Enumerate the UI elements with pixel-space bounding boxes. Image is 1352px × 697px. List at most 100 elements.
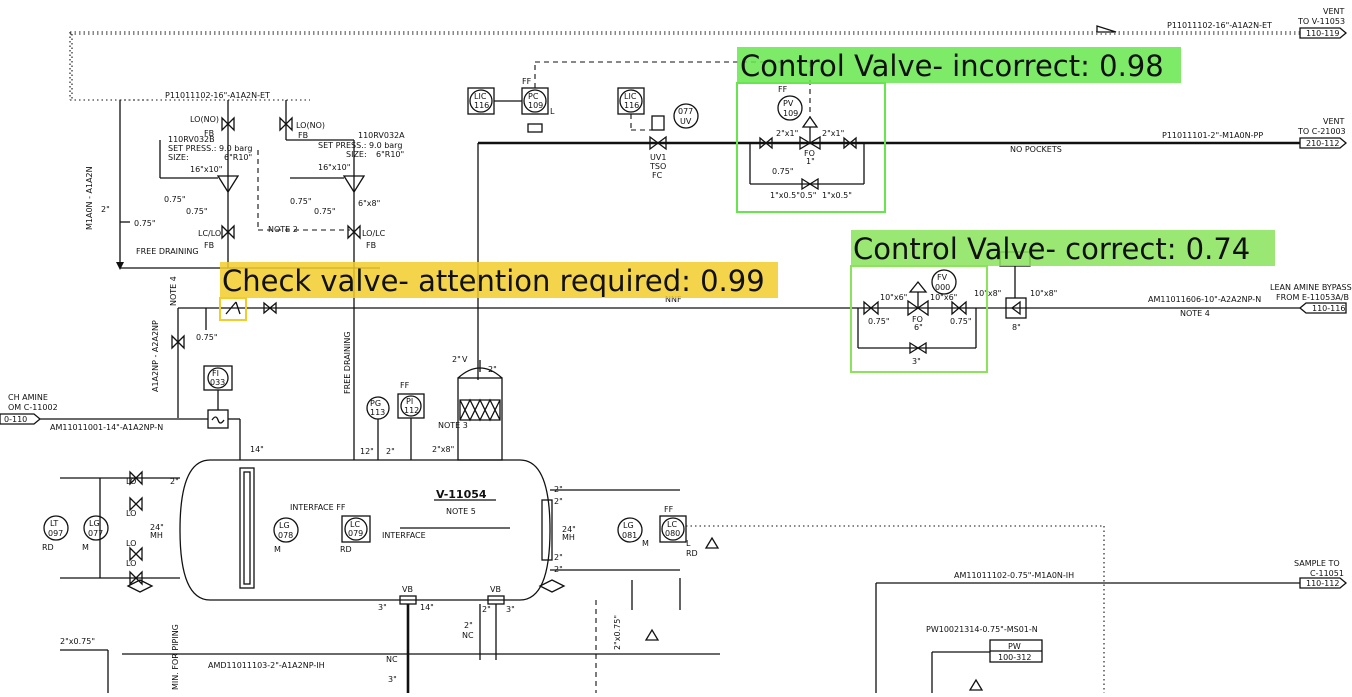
lo-label: LO — [126, 477, 136, 486]
relief-valve-a-icon — [342, 175, 366, 194]
relief-valve-a-set: SET PRESS.: 9.0 barg — [318, 141, 402, 150]
warning-triangle-icon — [644, 628, 660, 641]
size-label: 16"x10" — [318, 163, 350, 172]
vent-top-label-2: TO V-11053 — [1297, 17, 1345, 26]
rich-amine-ref: 0-110 — [4, 415, 27, 424]
instrument-text: 077 — [678, 107, 693, 116]
lc-079-controller-icon — [341, 515, 371, 543]
interlock-diamond-icon — [126, 579, 154, 593]
vessel-v-11054: V-11054 NOTE 5 2" V 2" FREE DRAINING 12"… — [179, 268, 551, 693]
slope-triangle-icon — [1096, 25, 1117, 33]
size-label: 2"x8" — [432, 445, 454, 454]
warning-triangle-icon — [968, 678, 984, 691]
offpage-connector — [1298, 302, 1347, 314]
size-label: 3" — [506, 605, 515, 614]
top-vent-header: P11011102-16"-A1A2N-ET VENT TO V-11053 1… — [69, 7, 1348, 101]
gate-valve-icon — [863, 300, 879, 316]
size-label: 2" — [554, 485, 563, 494]
offpage-connector — [1299, 137, 1348, 149]
free-draining-vertical: FREE DRAINING — [343, 331, 352, 394]
gate-valve-icon — [951, 300, 967, 316]
instrument-text: LG — [279, 521, 290, 530]
lean-amine-label-1: LEAN AMINE BYPASS — [1270, 283, 1352, 292]
size-label: 10"x6" — [930, 293, 957, 302]
valve-tag: TSO — [649, 162, 666, 171]
size-label: 14" — [250, 445, 264, 454]
flow-element-icon — [1005, 297, 1027, 319]
note-4-label: NOTE 4 — [1180, 309, 1210, 318]
gate-valve-icon — [347, 224, 361, 240]
instrument-text: FV — [937, 273, 948, 282]
free-draining-label: FREE DRAINING — [136, 247, 199, 256]
mh-label: MH — [150, 531, 163, 540]
m-label: M — [274, 545, 281, 554]
lo-label: LO — [126, 509, 136, 518]
vent-mid-ref: 210-112 — [1306, 139, 1339, 148]
size-label: 2" — [554, 565, 563, 574]
instrument-text: 081 — [622, 531, 637, 540]
detection-box-check-valve-attention[interactable] — [219, 297, 247, 321]
instrument-text: 113 — [370, 408, 385, 417]
full-bore-label: FB — [298, 131, 308, 140]
pw-ref: 100-312 — [998, 653, 1031, 662]
detection-label-bg — [220, 262, 778, 298]
size-label: 0.75" — [164, 195, 186, 204]
relief-valve-b-size: 6"R10" — [224, 153, 252, 162]
m-label: M — [642, 539, 649, 548]
instrument-text: 097 — [48, 529, 63, 538]
note-2-label: NOTE 2 — [268, 225, 298, 234]
size-label: 2" — [386, 447, 395, 456]
nnf-label: NNF — [665, 295, 682, 304]
gate-valve-icon — [221, 224, 235, 240]
instrument-text: LG — [623, 521, 634, 530]
lg-077-gauge-icon — [83, 515, 109, 541]
instrument-text: PG — [370, 399, 381, 408]
gate-valve-icon — [129, 496, 143, 512]
gate-valve-icon — [221, 116, 235, 132]
lg-081-gauge-icon — [617, 517, 643, 543]
lock-open-label: LO(NO) — [190, 115, 219, 124]
vertical-line-label: M1A0N - A1A2N — [85, 166, 94, 230]
l-label: L — [686, 539, 691, 548]
drain-line-label: AMD11011103-2"-A1A2NP-IH — [208, 661, 325, 670]
relief-valve-a-tag: 110RV032A — [358, 131, 405, 140]
size-label: 0.75" — [196, 333, 218, 342]
note-4-vertical: NOTE 4 — [169, 276, 178, 306]
offpage-connector — [1299, 577, 1348, 589]
gate-valve-icon — [129, 546, 143, 562]
relief-valve-b-icon — [216, 175, 240, 194]
size-label: 16"x10" — [190, 165, 222, 174]
sample-and-pw-section: AM11011102-0.75"-M1A0N-IH SAMPLE TO C-11… — [875, 559, 1348, 693]
nc-label: NC — [462, 631, 474, 640]
vessel-tag: V-11054 — [436, 488, 487, 501]
ff-label: FF — [778, 85, 788, 94]
size-label: 2"x0.75" — [613, 615, 622, 650]
size-label: 2" — [488, 365, 497, 374]
left-header-line-label: P11011102-16"-A1A2N-ET — [165, 91, 270, 100]
sample-label-2: C-11051 — [1310, 569, 1344, 578]
size-label: 2" — [554, 497, 563, 506]
actuator-icon — [801, 115, 819, 128]
l-label: L — [550, 107, 555, 116]
solenoid-icon — [651, 115, 665, 131]
ff-label: FF — [522, 77, 532, 86]
ff-label: FF — [400, 381, 410, 390]
size-label: 14" — [420, 603, 434, 612]
valve-tag: UV1 — [650, 153, 666, 162]
instrument-text: 078 — [278, 531, 293, 540]
size-label: 2" — [464, 621, 473, 630]
flow-arrow-icon — [116, 262, 124, 270]
lean-amine-ref: 110-116 — [1312, 304, 1345, 313]
mh-label: MH — [562, 533, 575, 542]
size-label: 2" — [482, 605, 491, 614]
size-label: 6"x8" — [358, 199, 380, 208]
offpage-connector — [1299, 27, 1348, 39]
vent-mid-label-1: VENT — [1323, 117, 1345, 126]
demister-stack-icon — [457, 377, 503, 461]
top-header-line-label: P11011102-16"-A1A2N-ET — [1167, 21, 1272, 30]
left-level-instruments: LT 097 RD LG 077 M LO LO LO LO 24" MH 2"… — [42, 470, 720, 693]
instrument-text: PI — [406, 397, 413, 406]
size-label: 2" — [452, 355, 461, 364]
